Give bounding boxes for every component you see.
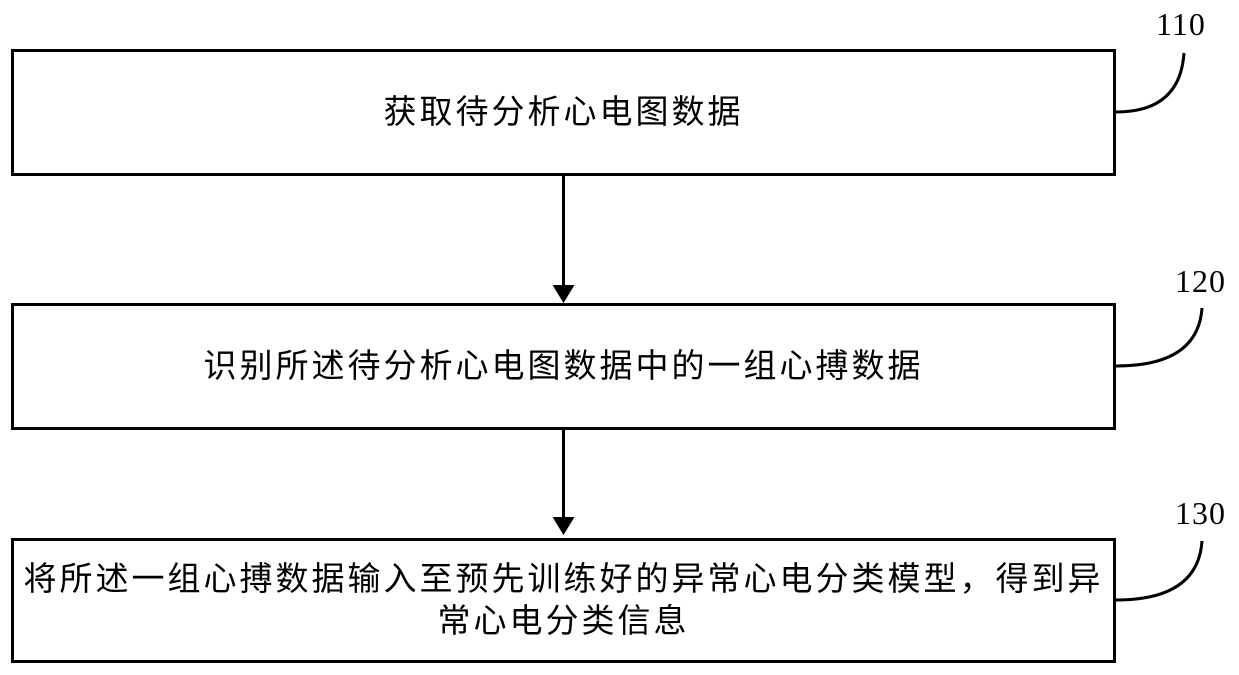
arrow-head-2-icon: [552, 517, 575, 535]
flow-step-box-130: 将所述一组心搏数据输入至预先训练好的异常心电分类模型，得到异常心电分类信息: [11, 538, 1116, 663]
leader-curve-120: [1115, 307, 1204, 368]
flow-step-box-110: 获取待分析心电图数据: [11, 49, 1116, 176]
flow-step-text-110: 获取待分析心电图数据: [383, 94, 744, 131]
leader-curve-110: [1115, 52, 1186, 114]
step-ref-label-130: 130: [1175, 495, 1226, 531]
flow-step-box-120: 识别所述待分析心电图数据中的一组心搏数据: [11, 303, 1116, 430]
leader-curve-130: [1115, 540, 1204, 602]
flow-step-text-130: 将所述一组心搏数据输入至预先训练好的异常心电分类模型，得到异常心电分类信息: [23, 561, 1104, 640]
arrow-head-1-icon: [552, 285, 575, 303]
flow-step-text-120: 识别所述待分析心电图数据中的一组心搏数据: [203, 348, 924, 385]
step-ref-label-120: 120: [1175, 263, 1226, 299]
step-ref-label-110: 110: [1156, 6, 1206, 42]
